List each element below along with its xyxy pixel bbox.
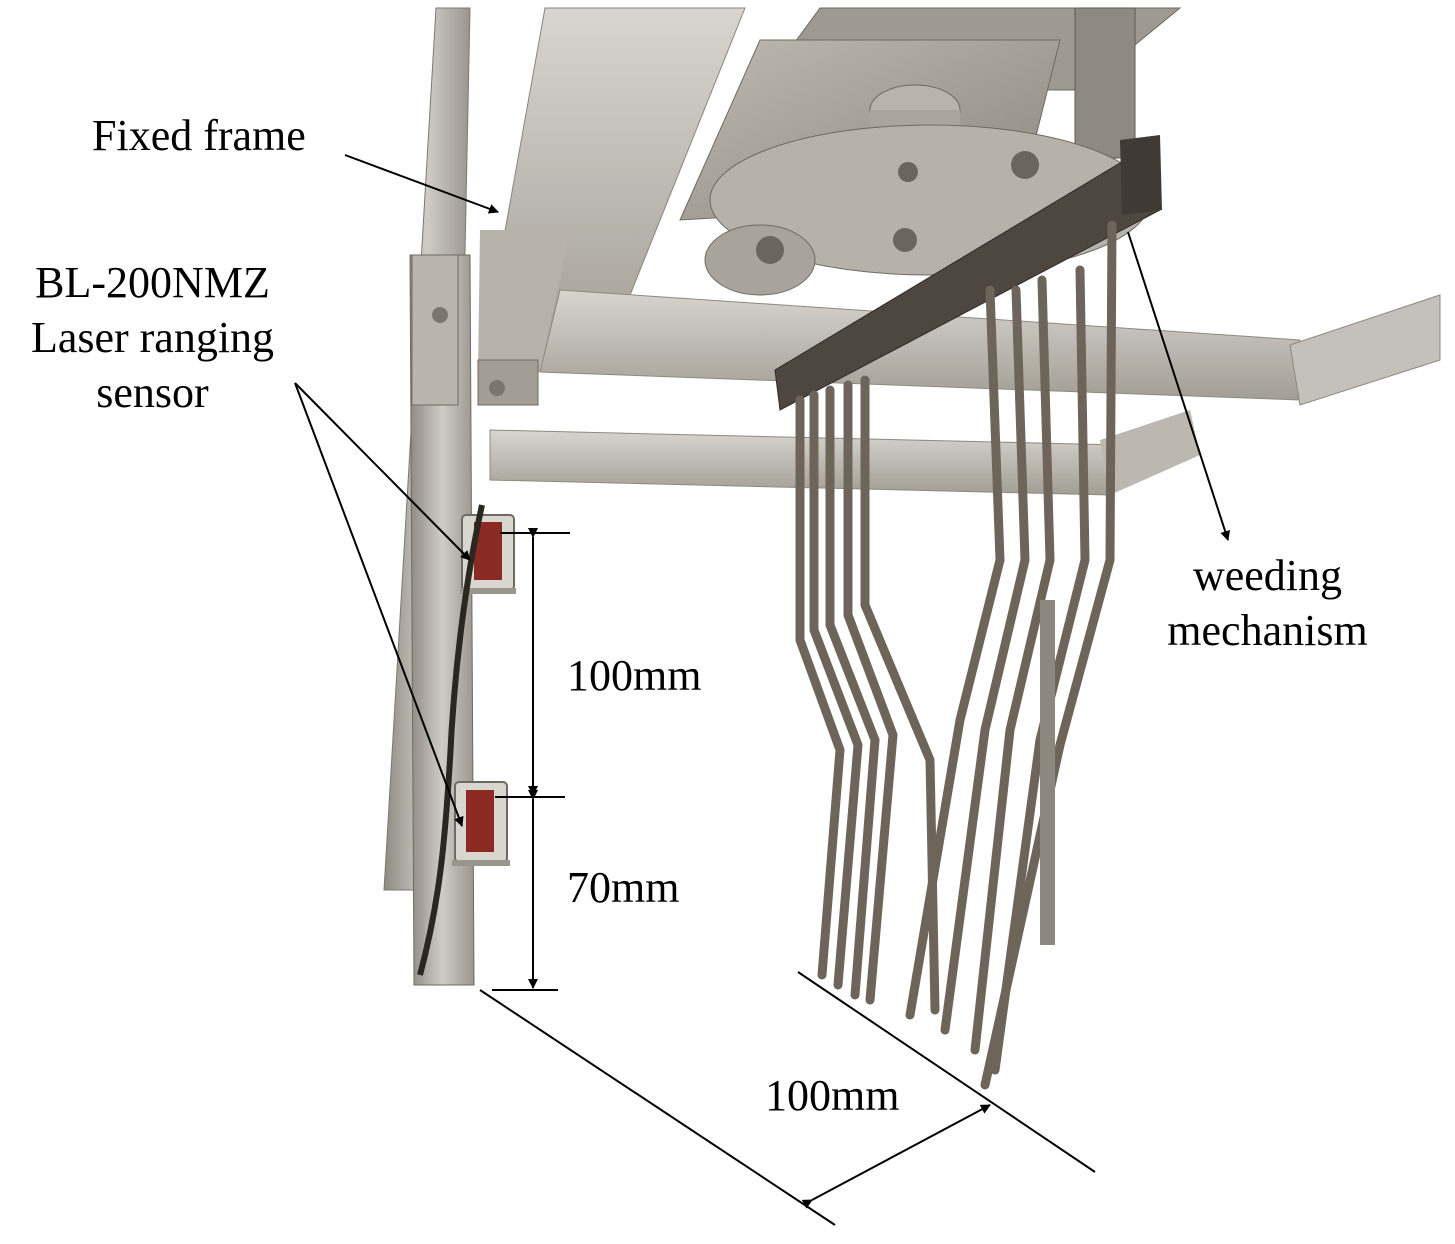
laser-sensor-lower [452,781,510,866]
dimension-vertical-lower: 70mm [567,863,680,912]
dimension-vertical-upper: 100mm [567,651,702,700]
weeding-rods [795,220,1117,1090]
sensor-label-line1: BL-200NMZ [35,258,270,307]
fixed-frame-label: Fixed frame [92,111,306,160]
sensor-label-line2: Laser ranging [30,313,275,362]
annotation-lines [294,154,1230,1226]
sensor-cable [417,504,485,976]
weeding-mechanism [679,7,1182,1090]
weeding-mechanism-label: weeding mechanism [1140,548,1395,658]
dimension-diagonal: 100mm [765,1071,900,1120]
weeding-label-line1: weeding [1192,551,1343,600]
sensor-label: BL-200NMZ Laser ranging sensor [5,255,300,420]
sensor-label-line3: sensor [96,368,209,417]
weeding-label-line2: mechanism [1167,606,1368,655]
